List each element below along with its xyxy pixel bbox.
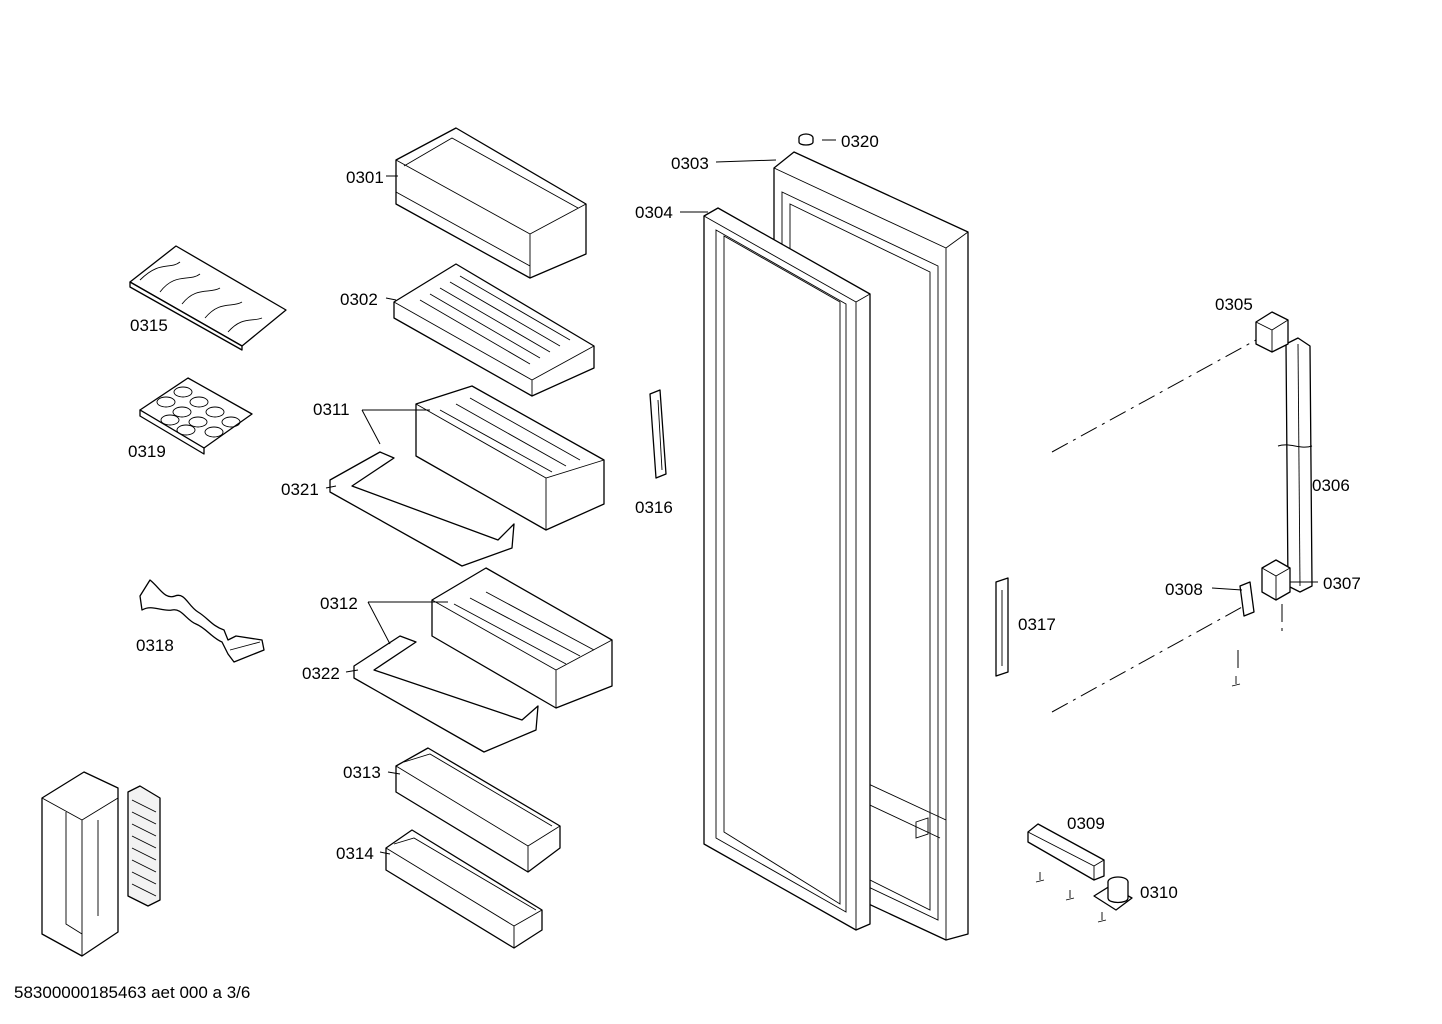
document-code: 58300000185463 aet 000 a 3/6: [14, 983, 251, 1002]
label-0305: 0305: [1215, 295, 1253, 314]
label-0315: 0315: [130, 316, 168, 335]
part-0305-end-cap: [1255, 311, 1289, 353]
part-0306-handle: [1277, 337, 1313, 593]
label-0307: 0307: [1323, 574, 1361, 593]
part-0308-bracket: [1239, 581, 1255, 617]
part-screw: [1035, 676, 1241, 923]
part-0317-strip: [995, 577, 1009, 677]
part-0318-bottle-holder: [139, 579, 265, 663]
label-0322: 0322: [302, 664, 340, 683]
part-0321-rail: [329, 451, 515, 567]
label-0308: 0308: [1165, 580, 1203, 599]
label-0302: 0302: [340, 290, 378, 309]
label-0321: 0321: [281, 480, 319, 499]
part-0309-hinge-plate: [1027, 823, 1105, 881]
label-0309: 0309: [1067, 814, 1105, 833]
label-0311: 0311: [313, 400, 350, 419]
part-0313-bin: [395, 747, 561, 873]
label-0310: 0310: [1140, 883, 1178, 902]
part-0316-strip: [649, 389, 667, 479]
part-0304-door-gasket: [703, 207, 871, 931]
part-0322-rail: [353, 635, 539, 753]
part-0314-bin: [385, 829, 543, 949]
part-0307-end-cap: [1261, 559, 1291, 601]
label-0313: 0313: [343, 763, 381, 782]
label-0301: 0301: [346, 168, 384, 187]
part-0302-shelf: [393, 263, 595, 397]
part-0319-egg-tray: [139, 377, 253, 455]
label-0312: 0312: [320, 594, 358, 613]
label-0314: 0314: [336, 844, 374, 863]
label-0316: 0316: [635, 498, 673, 517]
part-0310-hinge-pin: [1093, 876, 1133, 911]
part-0315-tray: [129, 245, 287, 351]
part-0312-bin: [431, 567, 613, 709]
dash-lines: [1051, 339, 1283, 713]
label-0306: 0306: [1312, 476, 1350, 495]
part-0320-cap: [798, 133, 814, 146]
label-0303: 0303: [671, 154, 709, 173]
part-filter-housing: [41, 771, 161, 957]
leader-lines: [325, 139, 1318, 855]
label-0304: 0304: [635, 203, 673, 222]
part-0311-bin: [415, 385, 605, 531]
label-0319: 0319: [128, 442, 166, 461]
label-0318: 0318: [136, 636, 174, 655]
label-0317: 0317: [1018, 615, 1056, 634]
label-0320: 0320: [841, 132, 879, 151]
part-0301-lidded-box: [395, 127, 587, 279]
